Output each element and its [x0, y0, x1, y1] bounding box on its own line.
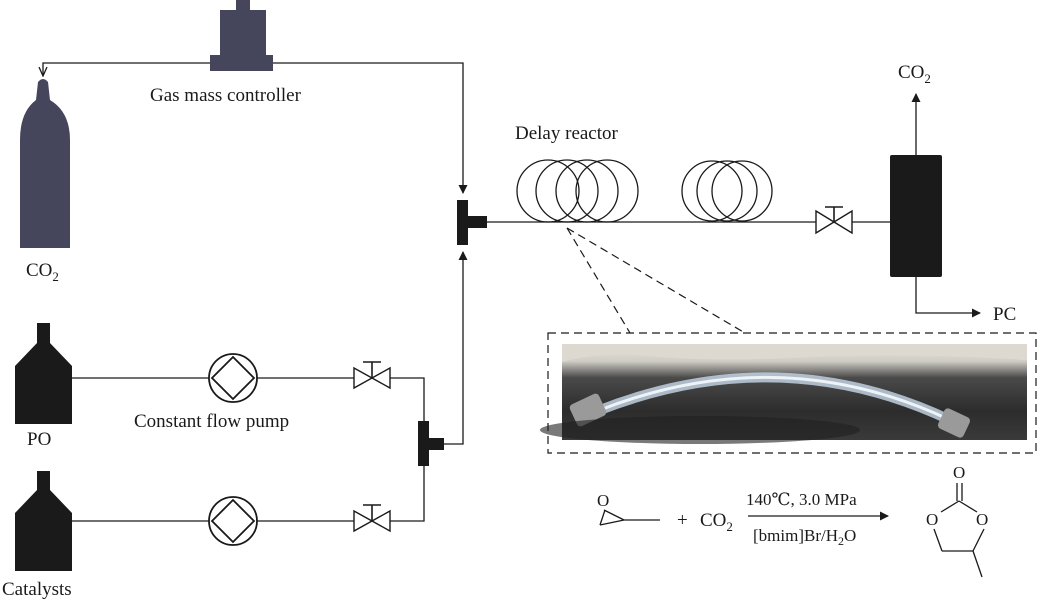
main-valve-icon [815, 206, 853, 235]
propylene-carbonate-structure: O O O [926, 463, 988, 578]
liquid-line-to-tee [444, 251, 468, 445]
catalyst-valve-icon [353, 504, 391, 533]
delay-reactor-label: Delay reactor [515, 123, 619, 144]
pc-outlet-label: PC [993, 304, 1016, 325]
gas-mass-controller-label: Gas mass controller [150, 85, 302, 106]
liquid-tee-icon [418, 421, 444, 466]
svg-text:O: O [953, 463, 965, 482]
co2-outlet-label: CO2 [898, 62, 931, 86]
catalysts-bottle-icon [15, 471, 72, 571]
photo-inset-frame [547, 332, 1037, 454]
reaction-condition-bottom: [bmim]Br/H2O [753, 526, 856, 548]
reaction-co2: CO2 [700, 510, 733, 534]
po-valve-icon [353, 361, 391, 390]
gas-line-to-cylinder [43, 62, 210, 76]
catalyst-line-3 [390, 466, 425, 522]
co2-cylinder-label: CO2 [26, 260, 59, 284]
svg-text:O: O [926, 510, 938, 529]
po-bottle-icon [15, 323, 72, 424]
separator-icon [890, 155, 942, 277]
po-line-3 [390, 377, 425, 422]
gas-line-to-tee [273, 62, 468, 194]
po-label: PO [27, 429, 51, 450]
catalysts-label: Catalysts [2, 579, 72, 600]
catalyst-pump-icon [208, 496, 258, 546]
delay-reactor-coil-icon-1 [516, 159, 639, 223]
callout-line-left [566, 227, 631, 334]
reaction-condition-top: 140℃, 3.0 MPa [746, 490, 857, 509]
mixing-tee-icon [457, 200, 487, 245]
reactor-tube-photo [540, 344, 1027, 444]
gas-mass-controller-icon [210, 0, 273, 71]
pc-outlet-line [915, 277, 981, 318]
constant-flow-pump-label: Constant flow pump [134, 411, 289, 432]
svg-text:O: O [976, 510, 988, 529]
svg-text:O: O [597, 491, 609, 510]
callout-line-right [566, 227, 746, 334]
delay-reactor-coil-icon-2 [681, 160, 773, 222]
po-pump-icon [208, 353, 258, 403]
epoxide-structure: O [597, 491, 660, 526]
plus-sign: + [677, 510, 688, 531]
co2-cylinder-icon [20, 79, 70, 248]
